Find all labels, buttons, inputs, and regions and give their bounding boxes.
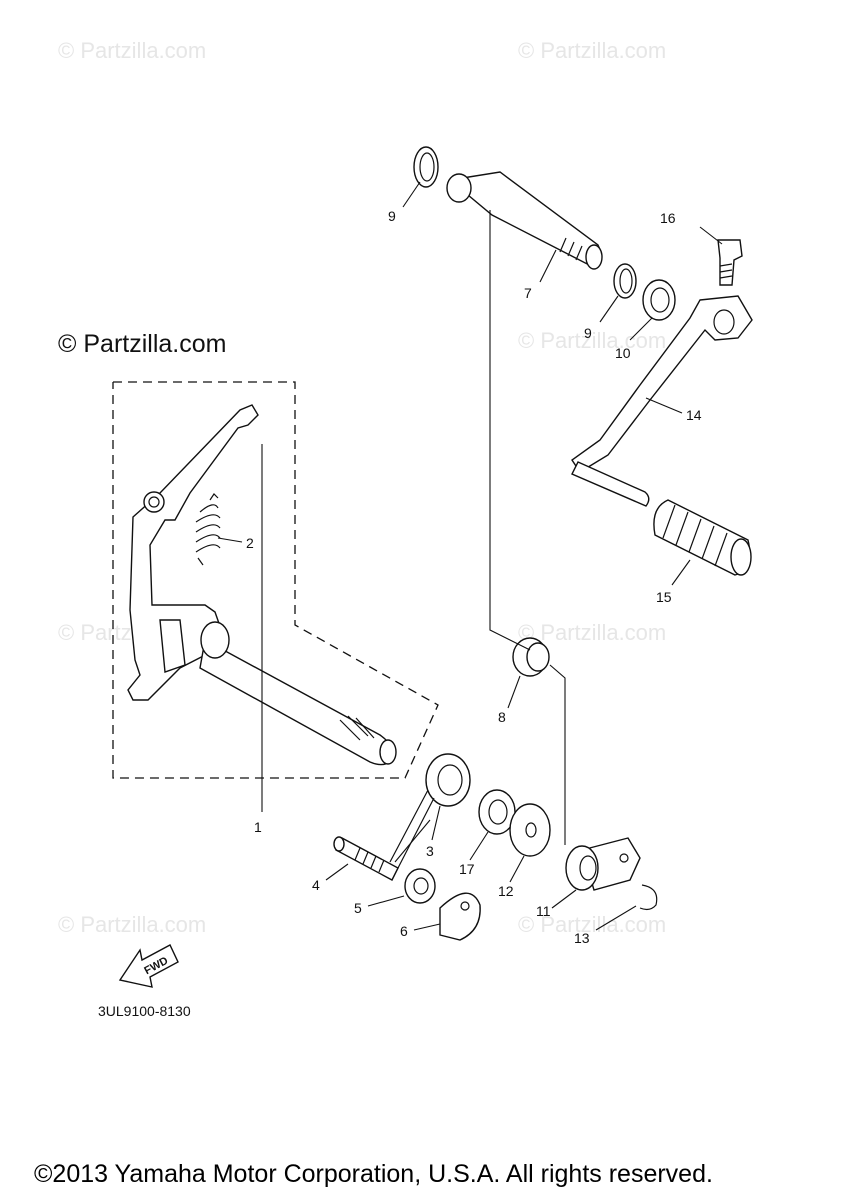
leader-line <box>629 317 653 341</box>
leader-line <box>431 805 441 841</box>
leader-line <box>507 675 521 709</box>
shift-lever <box>565 837 641 891</box>
callout-17: 17 <box>459 861 475 877</box>
callout-14: 14 <box>686 407 702 423</box>
callout-2: 2 <box>246 535 254 551</box>
leader-line <box>699 226 723 245</box>
shift-pedal <box>571 295 753 507</box>
washer-large <box>509 803 551 857</box>
circlip <box>639 884 658 911</box>
callout-10: 10 <box>615 345 631 361</box>
watermark: © Partzilla.com <box>518 620 667 645</box>
watermark: © Partzilla.com <box>518 38 667 63</box>
callout-3: 3 <box>426 843 434 859</box>
leader-line <box>551 889 577 909</box>
leader-line <box>402 181 421 208</box>
nut <box>404 868 436 904</box>
callout-15: 15 <box>656 589 672 605</box>
diagram-code: 3UL9100-8130 <box>98 1003 191 1019</box>
shift-shaft <box>446 171 603 270</box>
callout-6: 6 <box>400 923 408 939</box>
assembly-boundary-outline <box>112 381 439 779</box>
callout-7: 7 <box>524 285 532 301</box>
leader-line <box>599 295 619 323</box>
callout-9: 9 <box>388 208 396 224</box>
torsion-spring <box>389 753 471 869</box>
callout-4: 4 <box>312 877 320 893</box>
leader-line <box>469 831 489 861</box>
leader-line <box>539 249 557 283</box>
callout-12: 12 <box>498 883 514 899</box>
callout-9: 9 <box>584 325 592 341</box>
collar <box>439 892 481 941</box>
callout-1: 1 <box>254 819 262 835</box>
callout-16: 16 <box>660 210 676 226</box>
callout-11: 11 <box>536 903 551 919</box>
leader-line <box>595 905 637 931</box>
leader-line <box>217 537 243 543</box>
reference-line <box>489 210 531 651</box>
brand-watermark: © Partzilla.com <box>58 330 227 358</box>
pedal-bolt <box>717 239 743 286</box>
callout-8: 8 <box>498 709 506 725</box>
watermark: © Partzilla.com <box>58 38 207 63</box>
watermark: © Partzilla.com <box>518 328 667 353</box>
leader-line <box>509 855 525 883</box>
callout-5: 5 <box>354 900 362 916</box>
fwd-arrow-icon: FWD <box>118 944 179 988</box>
reference-line <box>549 664 566 845</box>
bushing <box>512 637 550 677</box>
washer-lower <box>613 263 637 299</box>
leader-line <box>671 559 691 586</box>
washer-upper <box>413 146 439 188</box>
shift-shaft-assembly <box>127 404 397 766</box>
watermark: © Partzilla.com <box>58 912 207 937</box>
copyright-notice: ©2013 Yamaha Motor Corporation, U.S.A. A… <box>34 1160 713 1188</box>
leader-line <box>325 863 349 881</box>
leader-line <box>413 923 441 931</box>
reference-line <box>394 819 431 863</box>
bolt <box>333 836 399 881</box>
leader-line <box>645 397 683 414</box>
callout-13: 13 <box>574 930 590 946</box>
watermark: © Partzilla.com <box>518 912 667 937</box>
pedal-rubber <box>653 499 752 576</box>
leader-line <box>367 895 405 907</box>
return-spring <box>195 493 221 566</box>
oil-seal <box>642 279 676 321</box>
